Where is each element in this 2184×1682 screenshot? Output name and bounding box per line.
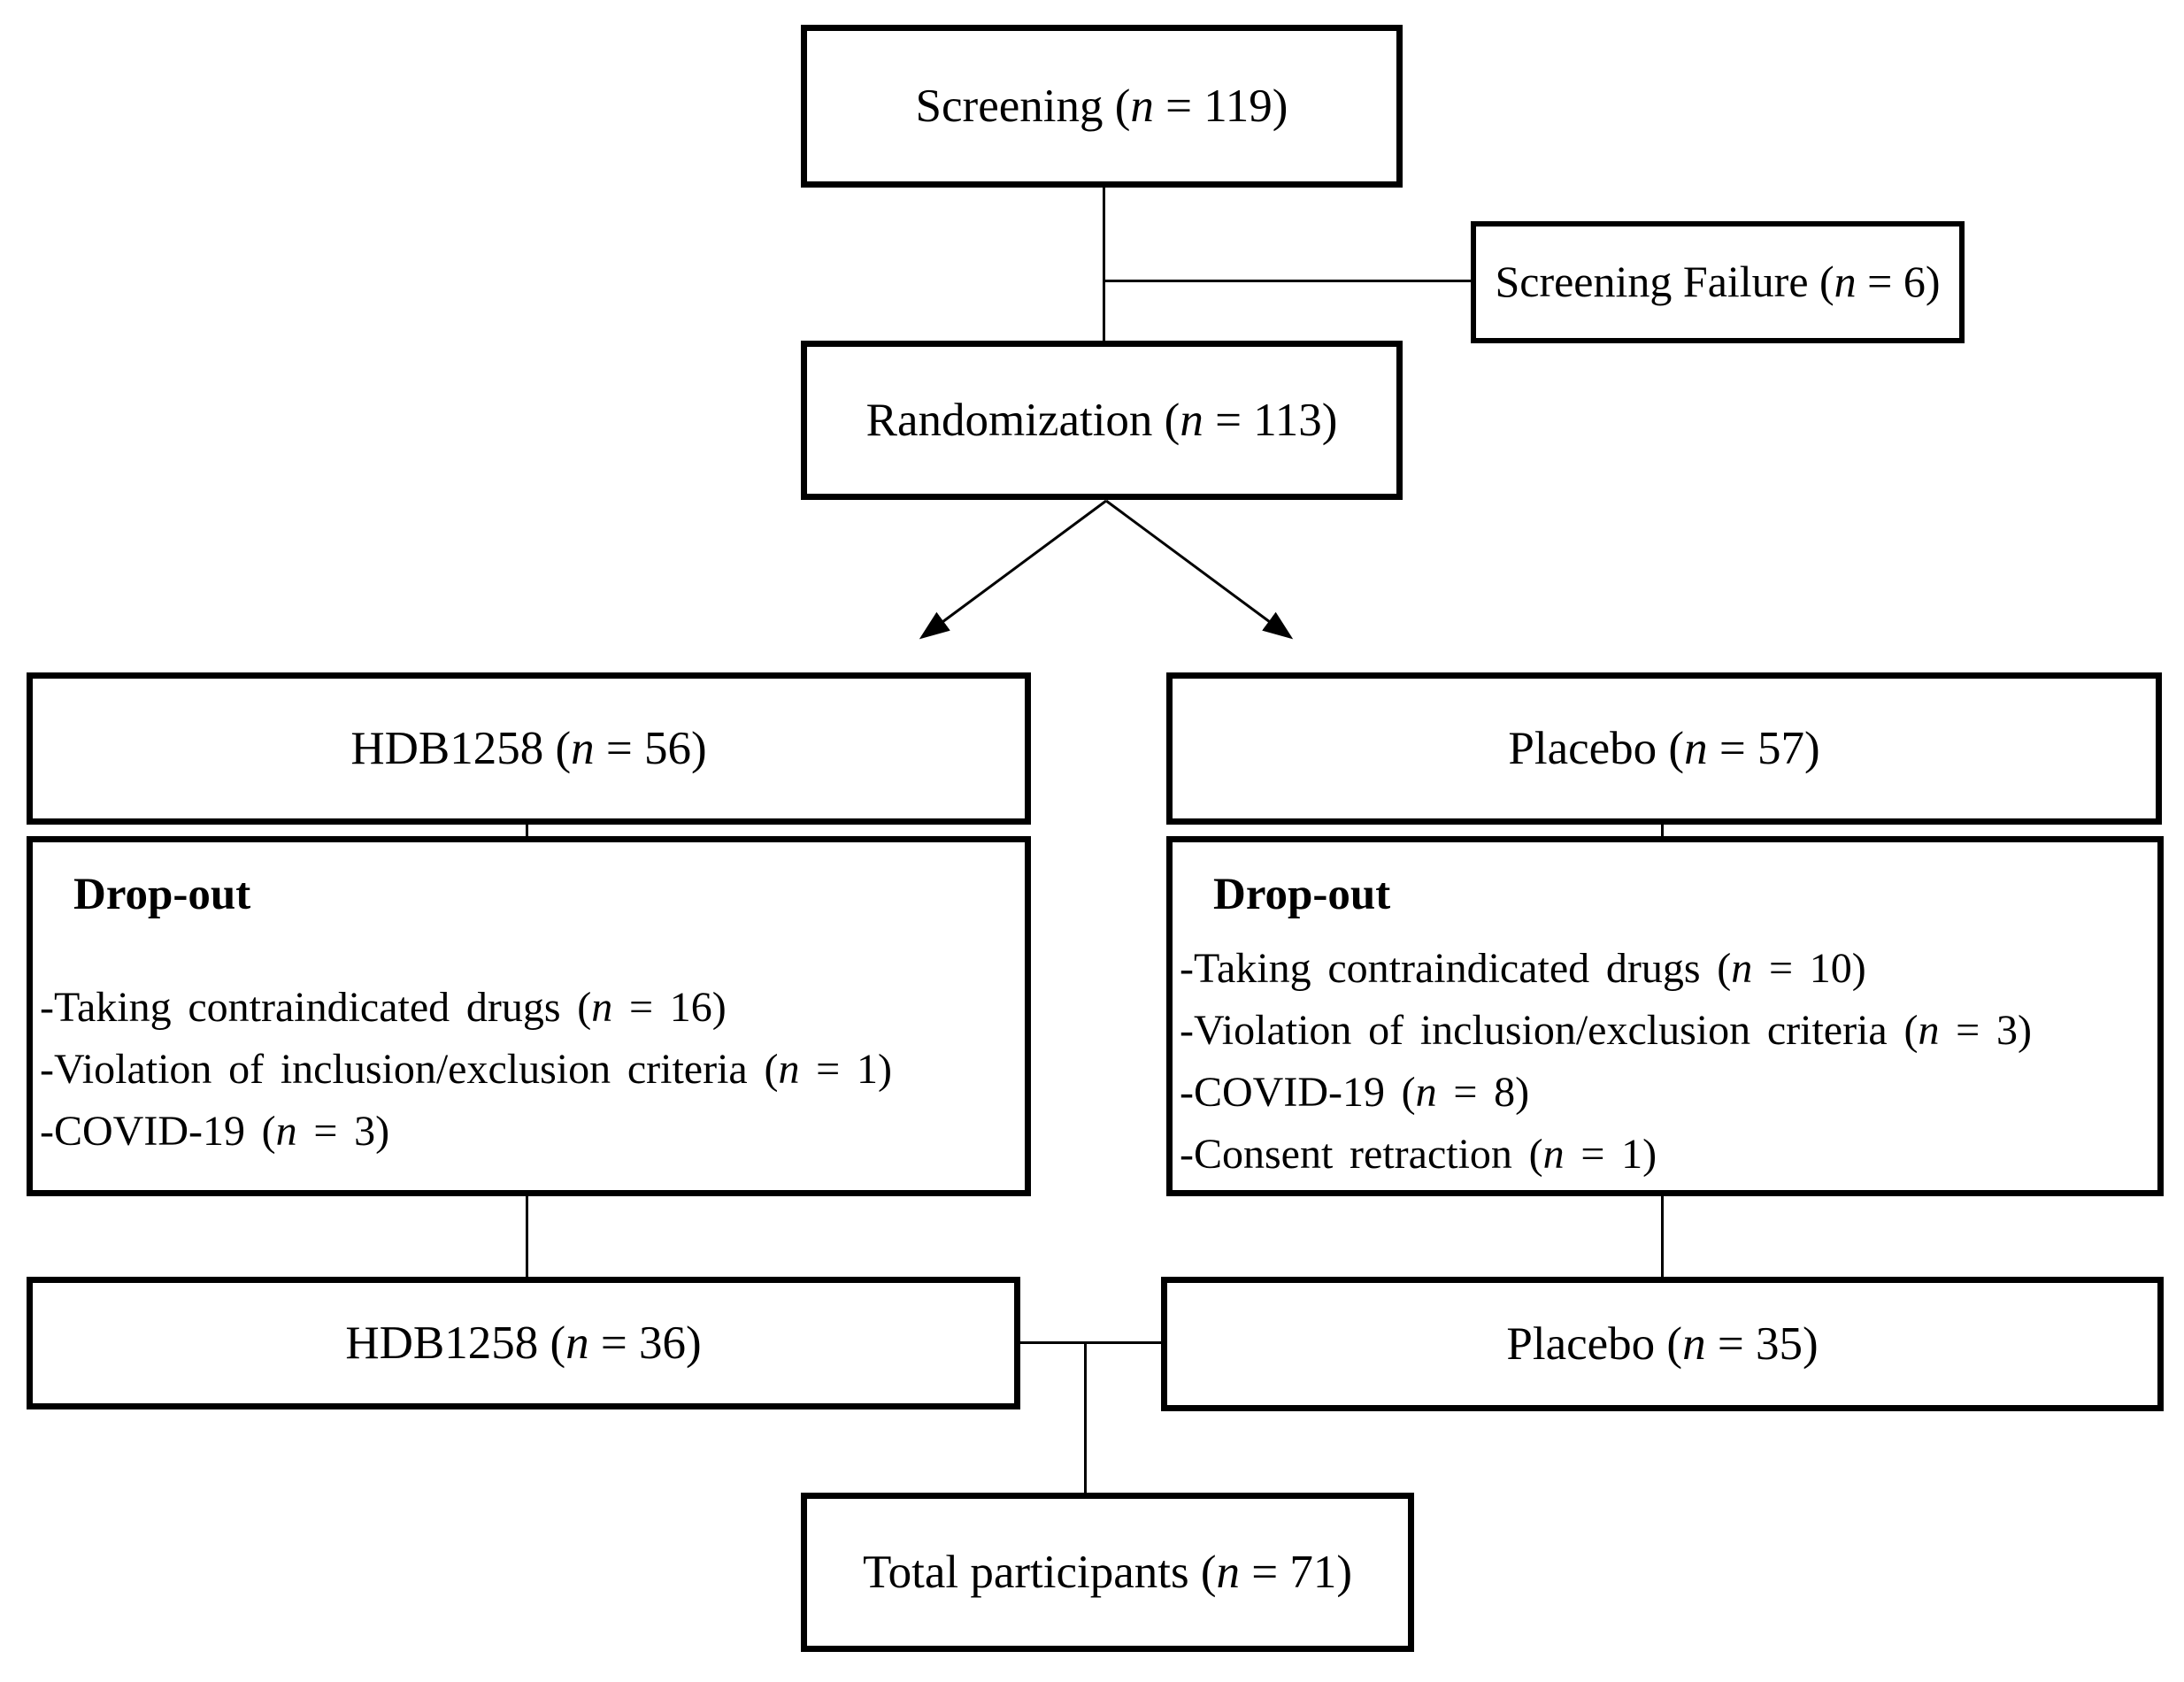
dropout-item: -Taking contraindicated drugs (n = 10) <box>1180 945 1866 992</box>
screening-failure-box: Screening Failure (n = 6) <box>1471 221 1965 343</box>
dropout-item: -COVID-19 (n = 8) <box>1180 1069 1530 1116</box>
arrow-to-hdb1258 <box>919 499 1107 640</box>
hdb1258-completed-box: HDB1258 (n = 36) <box>27 1277 1020 1409</box>
placebo-dropout-list: -Taking contraindicated drugs (n = 10) -… <box>1180 938 2149 1186</box>
hdb1258-dropout-list: -Taking contraindicated drugs (n = 16) -… <box>40 977 1016 1163</box>
placebo-dropout-box: Drop-out -Taking contraindicated drugs (… <box>1166 836 2164 1196</box>
hdb1258-allocated-box: HDB1258 (n = 56) <box>27 672 1031 825</box>
arrow-to-placebo <box>1105 499 1294 640</box>
dropout-item: -Violation of inclusion/exclusion criter… <box>40 1046 892 1093</box>
dropout-item: -Violation of inclusion/exclusion criter… <box>1180 1007 2032 1054</box>
hdb1258-allocated-label: HDB1258 (n = 56) <box>350 722 707 774</box>
screening-failure-label: Screening Failure (n = 6) <box>1495 257 1941 307</box>
connector-junction-to-total <box>1084 1341 1087 1493</box>
connector-placebo-dropout-to-completed <box>1661 1196 1664 1277</box>
connector-screening-randomization <box>1103 188 1105 341</box>
dropout-item: -Taking contraindicated drugs (n = 16) <box>40 984 727 1031</box>
randomization-branch-arrows <box>919 499 1294 640</box>
dropout-item: -Consent retraction (n = 1) <box>1180 1131 1657 1178</box>
randomization-box: Randomization (n = 113) <box>801 341 1403 500</box>
hdb1258-dropout-box: Drop-out -Taking contraindicated drugs (… <box>27 836 1031 1196</box>
connector-screening-failure <box>1103 280 1471 282</box>
connector-hdb-to-dropout <box>526 825 528 837</box>
placebo-dropout-title: Drop-out <box>1213 870 1391 919</box>
screening-box: Screening (n = 119) <box>801 25 1403 188</box>
connector-completed-junction <box>1020 1341 1164 1344</box>
total-participants-label: Total participants (n = 71) <box>862 1546 1353 1598</box>
placebo-allocated-label: Placebo (n = 57) <box>1508 722 1820 774</box>
connector-placebo-to-dropout <box>1661 825 1664 837</box>
screening-label: Screening (n = 119) <box>915 80 1288 132</box>
hdb1258-completed-label: HDB1258 (n = 36) <box>345 1317 702 1369</box>
placebo-completed-label: Placebo (n = 35) <box>1506 1317 1819 1370</box>
placebo-completed-box: Placebo (n = 35) <box>1161 1277 2164 1411</box>
connector-hdb-dropout-to-completed <box>526 1196 528 1277</box>
dropout-item: -COVID-19 (n = 3) <box>40 1108 390 1155</box>
hdb1258-dropout-title: Drop-out <box>73 870 251 919</box>
placebo-allocated-box: Placebo (n = 57) <box>1166 672 2162 825</box>
randomization-label: Randomization (n = 113) <box>865 394 1338 446</box>
total-participants-box: Total participants (n = 71) <box>801 1493 1414 1652</box>
